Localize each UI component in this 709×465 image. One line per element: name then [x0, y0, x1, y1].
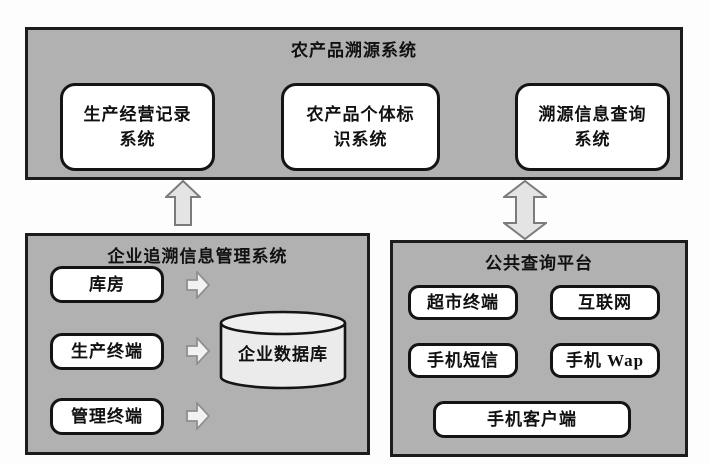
double-arrow-icon	[503, 180, 547, 240]
box-production-terminal: 生产终端	[50, 333, 164, 370]
box-label-line: 生产经营记录	[83, 104, 192, 124]
panel-agri-traceability-system: 农产品溯源系统 生产经营记录 系统 农产品个体标 识系统 溯源信息查询 系统	[25, 27, 683, 180]
right-arrow-icon	[186, 402, 210, 430]
box-label: 超市终端	[427, 292, 499, 312]
box-label: 互联网	[578, 292, 632, 312]
box-label-line: 系统	[574, 130, 611, 149]
box-label-line: 溯源信息查询	[538, 104, 647, 124]
box-label: 库房	[89, 274, 125, 294]
box-supermarket-terminal: 超市终端	[408, 285, 518, 320]
up-arrow-icon	[165, 180, 201, 226]
box-label-line: 识系统	[333, 130, 388, 149]
box-label: 手机客户端	[487, 409, 577, 429]
box-label: 管理终端	[71, 406, 143, 426]
right-arrow-icon	[186, 271, 210, 299]
box-mobile-client: 手机客户端	[433, 401, 631, 438]
panel-public-query-platform: 公共查询平台 超市终端 互联网 手机短信 手机 Wap 手机客户端	[390, 240, 688, 457]
box-product-individual-id-system: 农产品个体标 识系统	[281, 83, 440, 171]
panel-title-public-query: 公共查询平台	[485, 254, 593, 273]
box-trace-info-query-system: 溯源信息查询 系统	[515, 83, 670, 171]
panel-enterprise-trace-management: 企业追溯信息管理系统 库房 生产终端 管理终端 企业数据库	[25, 233, 370, 455]
box-management-terminal: 管理终端	[50, 398, 164, 435]
panel-title-agri-traceability: 农产品溯源系统	[291, 41, 417, 60]
panel-title-enterprise-management: 企业追溯信息管理系统	[107, 247, 288, 266]
box-label: 手机短信	[427, 350, 499, 370]
box-mobile-sms: 手机短信	[408, 343, 518, 378]
box-mobile-wap: 手机 Wap	[550, 343, 660, 378]
box-internet: 互联网	[550, 285, 660, 320]
box-production-operation-record-system: 生产经营记录 系统	[60, 83, 215, 171]
database-label: 企业数据库	[238, 345, 328, 364]
database-cylinder-icon	[219, 310, 347, 390]
box-label: 生产终端	[71, 341, 143, 361]
right-arrow-icon	[186, 337, 210, 365]
box-label-line: 系统	[119, 130, 156, 149]
box-warehouse: 库房	[50, 266, 164, 303]
box-label: 手机 Wap	[565, 350, 645, 370]
box-label-line: 农产品个体标	[306, 104, 415, 124]
